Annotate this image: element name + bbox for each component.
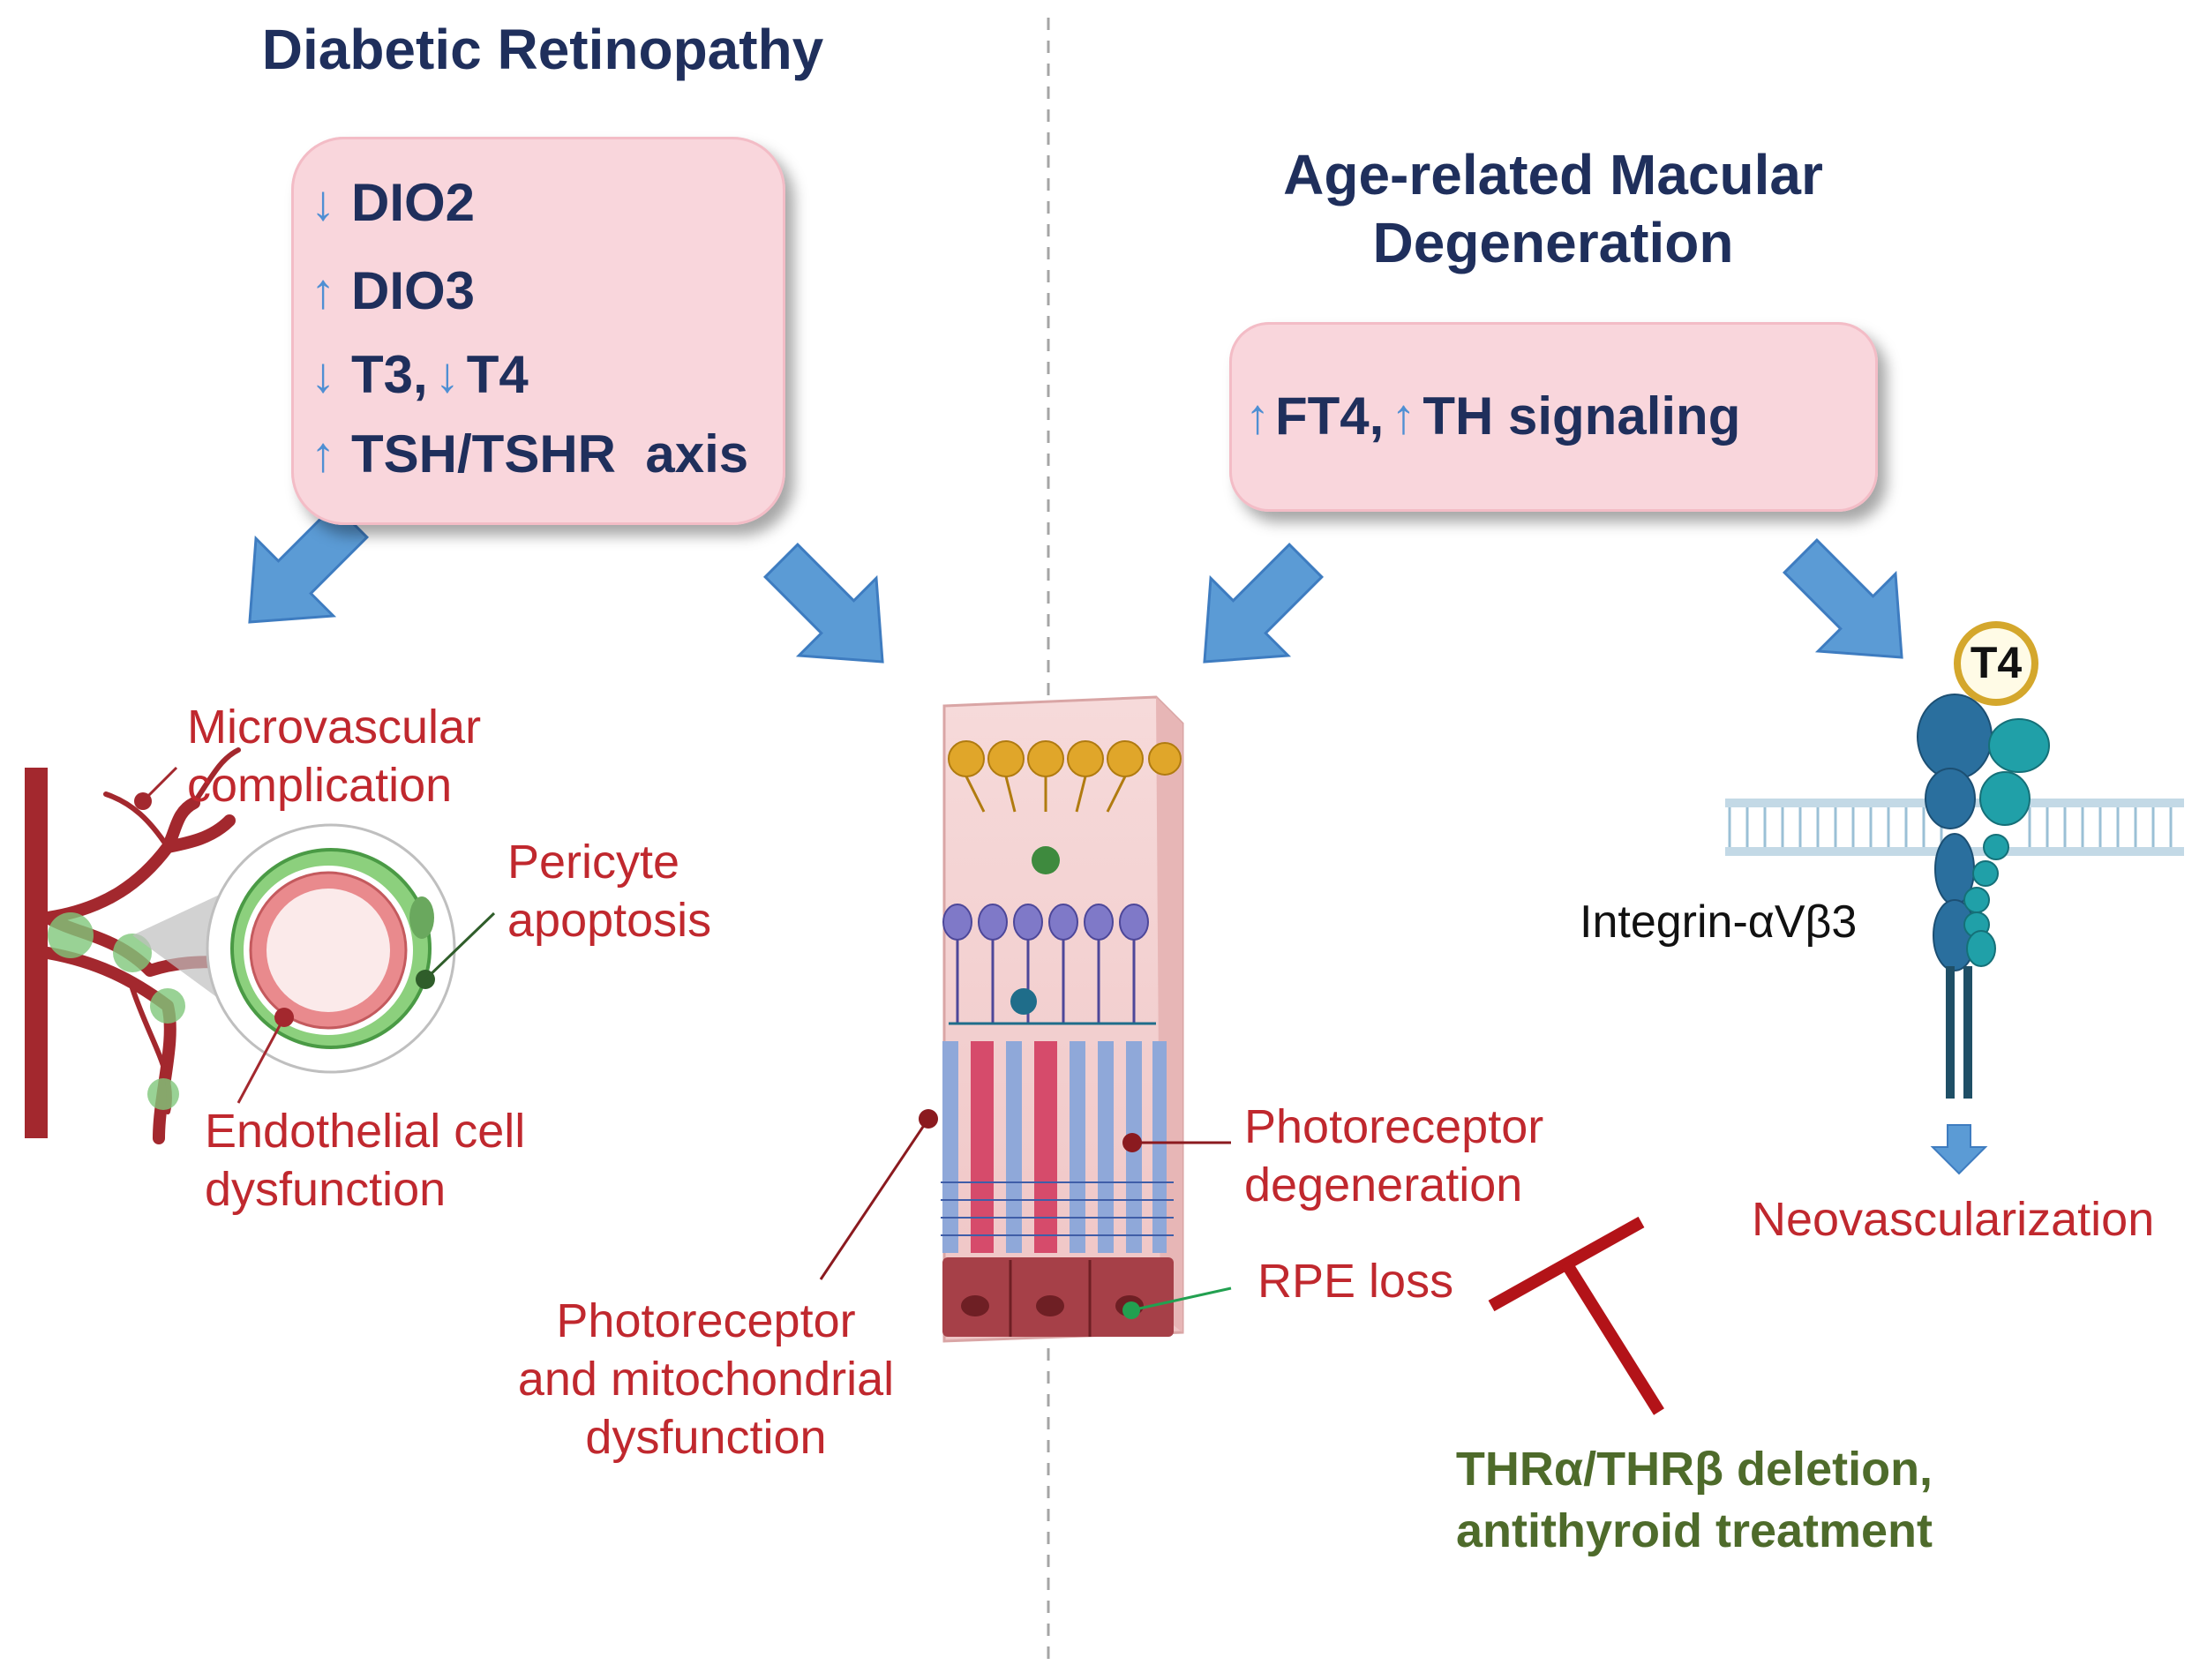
- label-neovascularization: Neovascularization: [1752, 1193, 2155, 1246]
- label-endothelial: Endothelial cell dysfunction: [205, 1105, 526, 1216]
- up-arrow-icon: ↑: [1245, 387, 1270, 444]
- label-photoreceptor-mito: Photoreceptor and mitochondrial dysfunct…: [517, 1294, 895, 1464]
- down-arrow-icon: ↓: [434, 346, 460, 402]
- box-line-tsh: ↑ TSH/TSHR axis: [311, 424, 749, 484]
- up-arrow-icon: ↑: [311, 425, 335, 482]
- label-microvascular: Microvascular complication: [187, 701, 482, 812]
- box-line-dio2: ↓ DIO2: [311, 173, 476, 232]
- inhibition-symbol: [1488, 1216, 1664, 1415]
- right-findings-box: ↑ FT4, ↑ TH signaling: [1229, 322, 1878, 512]
- left-title: Diabetic Retinopathy: [261, 18, 824, 81]
- vessel-illustration: [25, 747, 456, 1144]
- label-inhibitor: THRα/THRβ deletion, antithyroid treatmen…: [1455, 1443, 1933, 1558]
- label-rpe-loss: RPE loss: [1257, 1255, 1454, 1308]
- up-arrow-icon: ↑: [311, 262, 335, 319]
- label-photoreceptor-degeneration: Photoreceptor degeneration: [1244, 1100, 1544, 1211]
- down-arrow-icon: ↓: [311, 174, 335, 230]
- label-pericyte: Pericyte apoptosis: [507, 836, 712, 947]
- flow-arrow-right-2: [1782, 537, 1903, 659]
- integrin-illustration: [1725, 621, 2184, 1175]
- down-arrow-icon: ↓: [311, 346, 335, 402]
- left-findings-box: ↓ DIO2 ↑ DIO3 ↓ T3, ↓ T4 ↑ TSH/TSHR axis: [291, 137, 785, 525]
- flow-arrow-left-2: [762, 542, 884, 664]
- right-title: Age-related Macular Degeneration: [1283, 143, 1823, 274]
- up-arrow-icon: ↑: [1391, 387, 1416, 444]
- box-line-ft4-th: ↑ FT4, ↑ TH signaling: [1245, 386, 1741, 446]
- flow-arrow-right-1: [1203, 542, 1325, 664]
- retina-tissue-illustration: [941, 695, 1184, 1343]
- box-line-dio3: ↑ DIO3: [311, 261, 476, 320]
- t4-badge-label: T4: [1970, 638, 2023, 687]
- label-pointers: [134, 766, 1232, 1319]
- label-integrin: Integrin-αVβ3: [1580, 896, 1858, 948]
- box-line-t3-t4: ↓ T3, ↓ T4: [311, 345, 529, 404]
